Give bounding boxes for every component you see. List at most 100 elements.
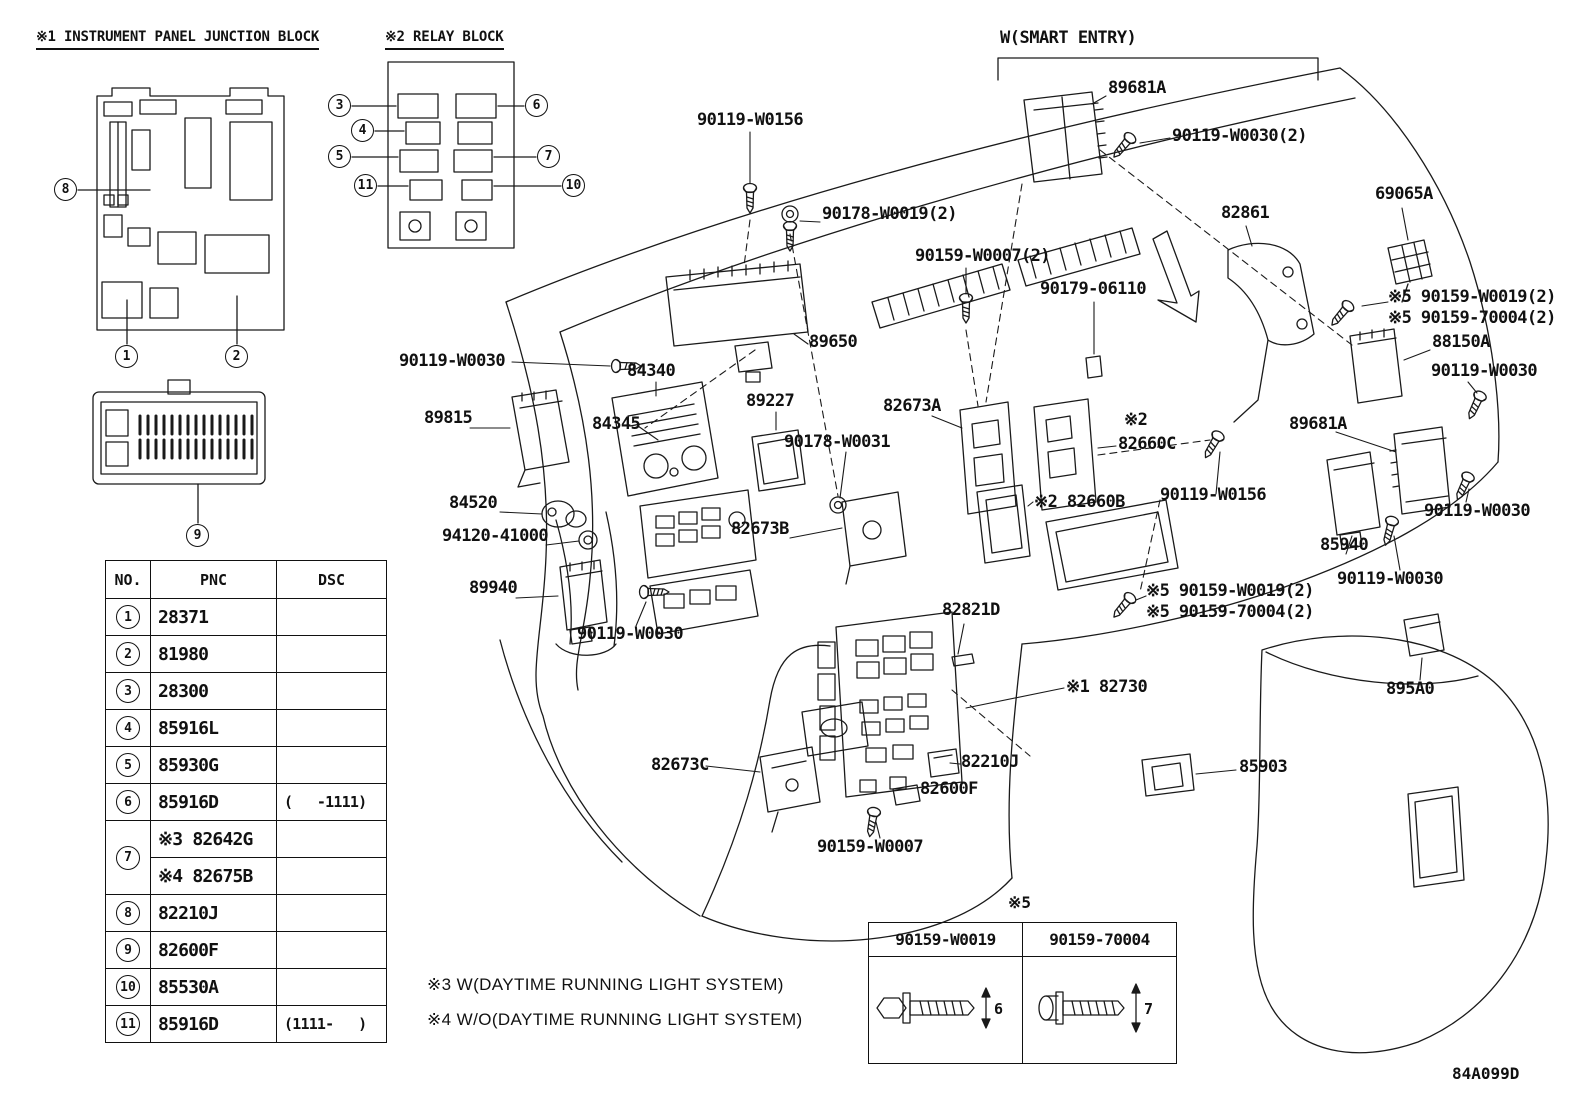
part-label: 90119-W0030 [1431, 361, 1538, 381]
callout-number: 2 [116, 642, 140, 666]
part-label: 82673C [651, 755, 709, 775]
table-row: 6 85916D ( -1111) [105, 783, 387, 821]
part-label: 89681A [1108, 78, 1166, 98]
fastener-drawings [578, 129, 1489, 839]
part-no-cell: 5 [105, 746, 151, 784]
part-label: 895A0 [1386, 679, 1435, 699]
part-label: 82660C [1118, 434, 1176, 454]
table-row: 2 81980 [105, 635, 387, 673]
connector-drawing [92, 379, 266, 524]
part-label: 82673A [883, 396, 941, 416]
part-dsc-cell [276, 709, 387, 747]
callout-number: 6 [525, 94, 548, 117]
callout-number: 10 [116, 975, 140, 999]
screw-table-header-left: 90159-W0019 [868, 922, 1023, 957]
screw-size-table: 90159-W0019 90159-70004 [868, 922, 1177, 1064]
callout-number: 4 [351, 119, 374, 142]
table-row: 3 28300 [105, 672, 387, 710]
screw-dim-right: 7 [1144, 1000, 1154, 1018]
callout-number: 6 [116, 790, 140, 814]
part-no-cell: 3 [105, 672, 151, 710]
callout-number: 4 [116, 716, 140, 740]
part-label: 89681A [1289, 414, 1347, 434]
callout-number: 8 [54, 178, 77, 201]
part-no-cell: 11 [105, 1005, 151, 1043]
part-label: 90178-W0019(2) [822, 204, 957, 224]
part-pnc-cell: 28371 [150, 598, 277, 636]
screw-cell-right [1022, 956, 1177, 1064]
part-pnc-cell: 85916L [150, 709, 277, 747]
callout-number: 11 [116, 1012, 140, 1036]
part-label: 90119-W0030 [577, 624, 684, 644]
part-label: 90159-W0007 [817, 837, 924, 857]
part-label: 69065A [1375, 184, 1433, 204]
part-dsc-cell [276, 820, 387, 858]
table-row: 1 28371 [105, 598, 387, 636]
part-label: 85903 [1239, 757, 1288, 777]
part-dsc-cell: ( -1111) [276, 783, 387, 821]
smart-entry-bracket [997, 57, 1319, 323]
part-no-cell: 7 [105, 820, 151, 895]
part-label: 82210J [961, 752, 1019, 772]
part-label: 90178-W0031 [784, 432, 891, 452]
part-label: 90119-W0030 [399, 351, 506, 371]
part-label: 89227 [746, 391, 795, 411]
dashboard-drawing [499, 67, 1549, 1054]
parts-table-header-no: NO. [105, 560, 151, 599]
callout-number: 11 [354, 174, 377, 197]
part-pnc-cell: ※3 82642G [150, 820, 277, 858]
part-no-cell: 10 [105, 968, 151, 1006]
part-dsc-cell: (1111- ) [276, 1005, 387, 1043]
table-row: ※4 82675B [106, 857, 387, 895]
part-label: ※1 82730 [1066, 677, 1148, 697]
callout-number: 5 [328, 145, 351, 168]
callout-number: 10 [562, 174, 585, 197]
part-label: 82600F [920, 779, 978, 799]
callout-number: 2 [225, 345, 248, 368]
part-pnc-cell: 82600F [150, 931, 277, 969]
leader-lines [469, 95, 1478, 839]
part-label: 89815 [424, 408, 473, 428]
screw-table-body-row [868, 956, 1177, 1064]
part-label: 88150A [1432, 332, 1490, 352]
screw-dim-left: 6 [994, 1000, 1004, 1018]
part-dsc-cell [276, 672, 387, 710]
part-label: 84520 [449, 493, 498, 513]
part-no-cell: 1 [105, 598, 151, 636]
callout-number: 8 [116, 901, 140, 925]
part-no-cell: 2 [105, 635, 151, 673]
part-no-cell: 6 [105, 783, 151, 821]
part-label: 82673B [731, 519, 789, 539]
part-dsc-cell [276, 931, 387, 969]
part-dsc-cell [276, 894, 387, 932]
part-label: ※5 90159-70004(2) [1146, 602, 1314, 622]
part-pnc-cell: 28300 [150, 672, 277, 710]
callout-number: 1 [115, 345, 138, 368]
part-label: ※2 [1124, 410, 1148, 430]
callout-number: 3 [328, 94, 351, 117]
parts-table: NO. PNC DSC 1 28371 2 81980 3 28300 [105, 560, 387, 1043]
table-row: 7 ※3 82642G [105, 820, 387, 895]
part-no-cell: 9 [105, 931, 151, 969]
relay-block-drawing [351, 61, 562, 249]
part-no-cell: 4 [105, 709, 151, 747]
table-row: 5 85930G [105, 746, 387, 784]
part-label: 84345 [592, 414, 641, 434]
screw-table-header-right: 90159-70004 [1022, 922, 1177, 957]
dashed-lines [644, 149, 1353, 757]
part-pnc-cell: 82210J [150, 894, 277, 932]
part-label: ※5 90159-W0019(2) [1146, 581, 1314, 601]
callout-number: 9 [186, 524, 209, 547]
screw-cell-left [868, 956, 1023, 1064]
part-label: 90179-06110 [1040, 279, 1147, 299]
table-row: 10 85530A [105, 968, 387, 1006]
part-dsc-cell [276, 857, 387, 895]
part-label: 90119-W0030(2) [1172, 126, 1307, 146]
callout-number: 7 [537, 145, 560, 168]
relay-block-heading: ※2 RELAY BLOCK [385, 30, 504, 50]
part-label: 90119-W0156 [697, 110, 804, 130]
part-pnc-cell: ※4 82675B [150, 857, 277, 895]
part-label: 82861 [1221, 203, 1270, 223]
table-row: 8 82210J [105, 894, 387, 932]
part-label: ※5 90159-W0019(2) [1388, 287, 1556, 307]
